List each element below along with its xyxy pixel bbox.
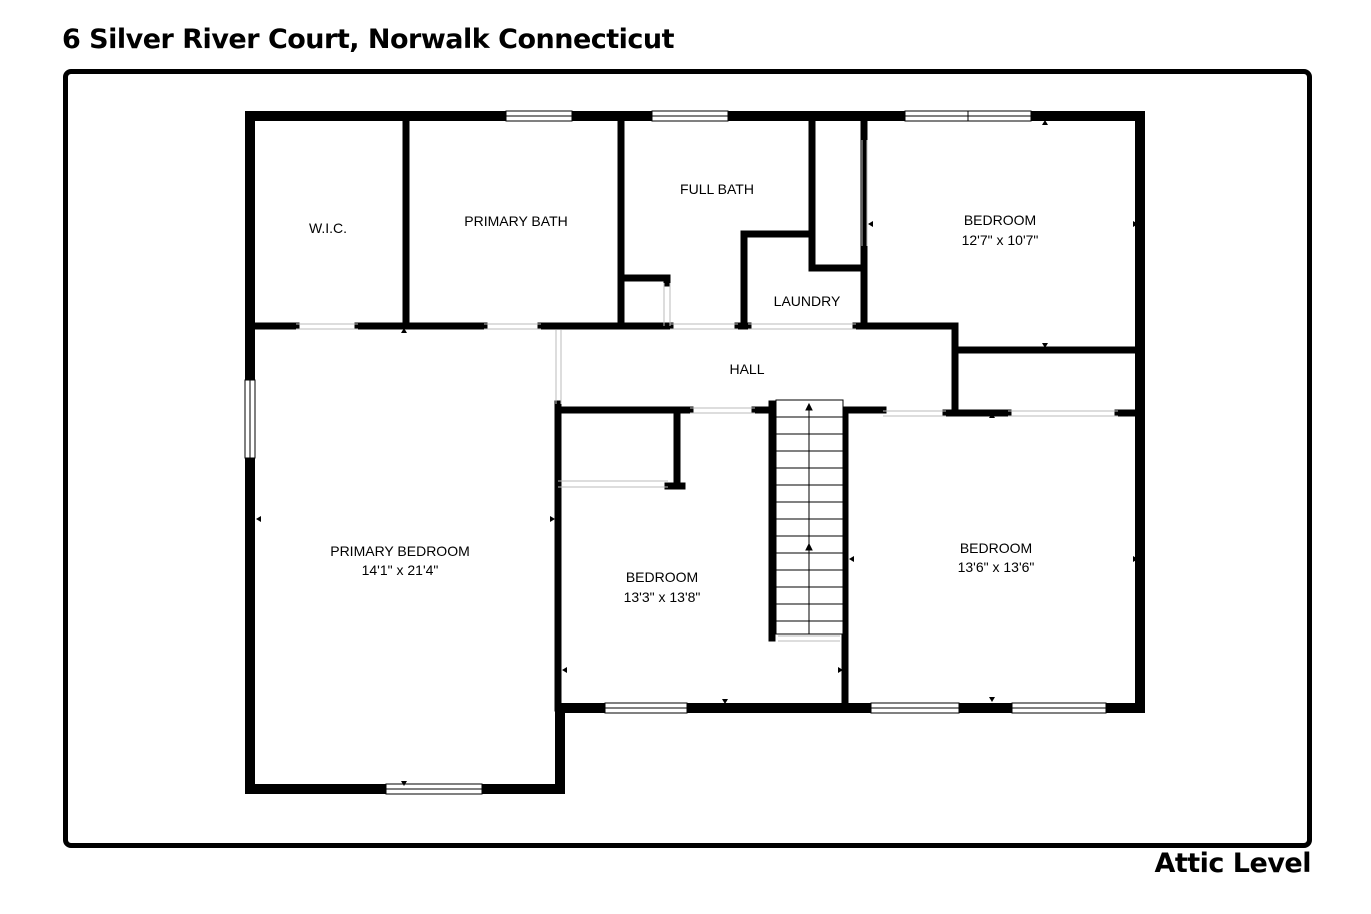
bedroom-center-dimensions: 13'3" x 13'8" <box>624 589 701 605</box>
page-title: 6 Silver River Court, Norwalk Connecticu… <box>62 24 675 55</box>
windows <box>244 110 1107 795</box>
plan-frame <box>63 69 1312 848</box>
room-labels: W.I.C. PRIMARY BATH FULL BATH BEDROOM 12… <box>309 181 1038 605</box>
primary-bedroom-dimensions: 14'1" x 21'4" <box>362 562 439 578</box>
laundry-label: LAUNDRY <box>774 293 841 309</box>
bedroom-se-label: BEDROOM <box>960 540 1032 556</box>
staircase <box>775 399 844 635</box>
measure-ticks <box>256 120 1138 786</box>
primary-bedroom-label: PRIMARY BEDROOM <box>330 543 470 559</box>
bedroom-center-label: BEDROOM <box>626 569 698 585</box>
hall-label: HALL <box>729 361 764 377</box>
interior-walls <box>250 117 1141 712</box>
level-label: Attic Level <box>1154 848 1311 879</box>
wic-label: W.I.C. <box>309 220 347 236</box>
door-openings <box>296 140 1118 642</box>
primary-bath-label: PRIMARY BATH <box>464 213 567 229</box>
bedroom-se-dimensions: 13'6" x 13'6" <box>958 559 1035 575</box>
bedroom-ne-dimensions: 12'7" x 10'7" <box>962 232 1039 248</box>
full-bath-label: FULL BATH <box>680 181 754 197</box>
bedroom-ne-label: BEDROOM <box>964 212 1036 228</box>
